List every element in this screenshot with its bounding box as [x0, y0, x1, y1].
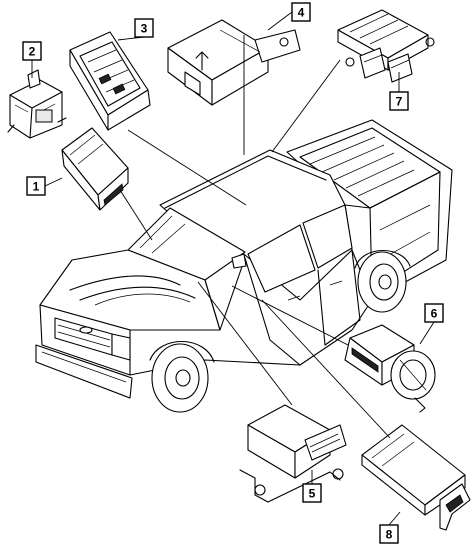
truck-cab	[127, 149, 361, 366]
callout-1: 1	[26, 176, 46, 196]
leader-lines	[119, 35, 391, 439]
rear-wheel	[354, 249, 411, 313]
module-part-2	[7, 69, 67, 139]
pickup-truck	[35, 119, 453, 413]
module-part-7	[337, 9, 435, 83]
callout-8: 8	[379, 524, 399, 544]
callout-2: 2	[22, 41, 42, 61]
callout-label: 4	[298, 6, 305, 20]
front-wheel	[149, 341, 215, 413]
callout-3: 3	[134, 18, 154, 38]
module-part-6	[344, 324, 436, 413]
callout-4: 4	[291, 2, 311, 22]
module-part-1	[61, 127, 129, 211]
callout-label: 6	[431, 307, 438, 321]
callout-6: 6	[424, 303, 444, 323]
callout-label: 1	[33, 180, 40, 194]
callout-5: 5	[302, 483, 322, 503]
module-part-8	[361, 424, 471, 531]
module-part-3	[69, 31, 151, 131]
callout-label: 2	[29, 45, 36, 59]
callout-label: 8	[386, 528, 393, 542]
callout-7: 7	[389, 91, 409, 111]
truck-front	[35, 304, 133, 399]
callout-label: 5	[309, 487, 316, 501]
callout-label: 7	[396, 95, 403, 109]
module-part-4	[167, 19, 301, 106]
module-part-5	[239, 404, 347, 503]
callout-label: 3	[141, 22, 148, 36]
